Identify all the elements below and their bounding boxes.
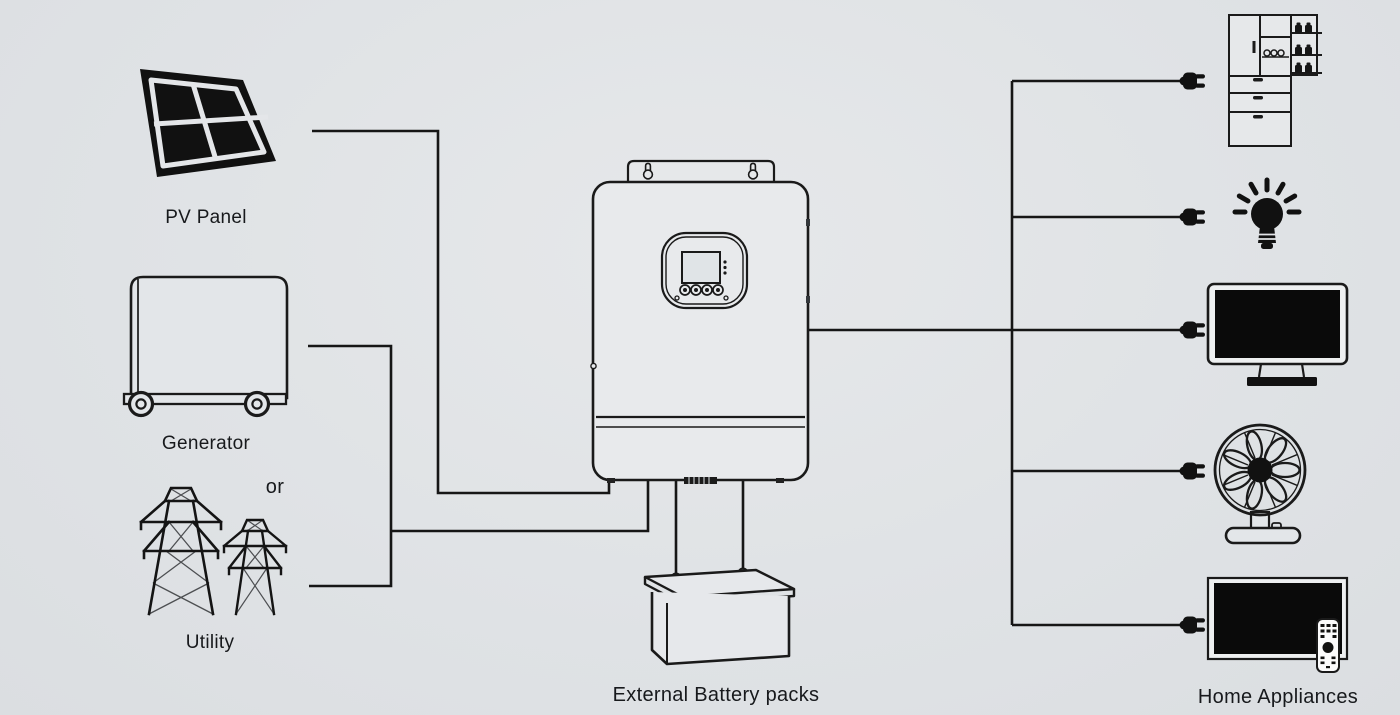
desk-fan-icon (1213, 423, 1307, 545)
battery-pack-icon (643, 567, 796, 666)
wire-battery (674, 472, 745, 575)
fridge-food-items (1295, 22, 1312, 73)
inverter-control-panel (660, 231, 749, 310)
inverter-icon (590, 159, 810, 484)
refrigerator-icon (1228, 14, 1322, 147)
power-plug-icon (1179, 616, 1205, 634)
generator-label: Generator (161, 433, 251, 454)
keyhole-slot (642, 162, 759, 180)
battery-label: External Battery packs (612, 684, 820, 706)
status-led (723, 260, 727, 275)
or-label: or (265, 476, 285, 498)
fan-blades (1222, 430, 1301, 510)
light-bulb-icon (1232, 177, 1302, 249)
panel-screw (674, 295, 680, 301)
generator-icon (122, 275, 289, 418)
solar-panel-icon (140, 69, 276, 177)
pv-panel-label: PV Panel (165, 207, 247, 228)
inverter-button (679, 284, 724, 296)
power-plug-icon (1179, 208, 1205, 226)
power-plug-icon (1179, 462, 1205, 480)
utility-label: Utility (185, 632, 235, 653)
wire-pv-to-inverter (312, 129, 611, 495)
inverter-display (681, 251, 721, 284)
panel-screw (723, 295, 729, 301)
wire-lines (308, 79, 1184, 627)
wire-bus-to-inverter (391, 476, 650, 533)
remote-control-icon (1316, 618, 1340, 673)
wire-generator-utility-bus (308, 344, 393, 588)
power-plug-icon (1179, 321, 1205, 339)
power-plug-icon (1179, 72, 1205, 90)
transmission-towers-icon (139, 486, 288, 616)
monitor-icon (1206, 282, 1349, 386)
home-appliances-label: Home Appliances (1197, 686, 1359, 708)
tv-with-remote-icon (1206, 576, 1349, 673)
